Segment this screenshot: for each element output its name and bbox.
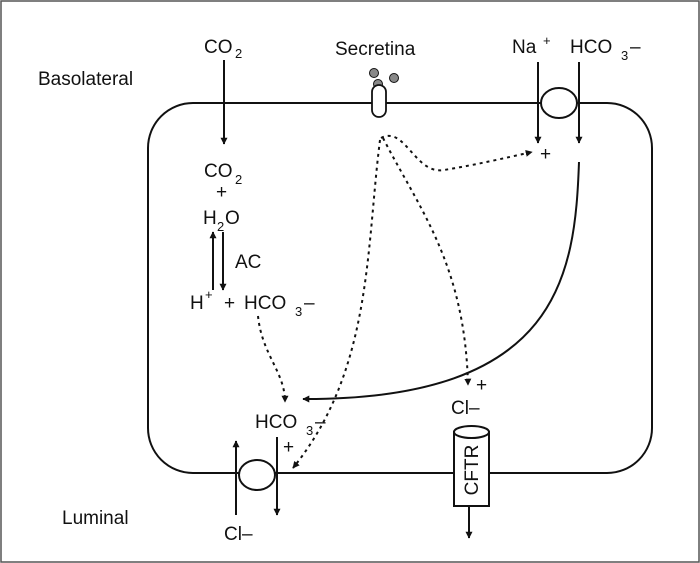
hco3-transport-arrow bbox=[302, 161, 580, 403]
cell-membrane bbox=[147, 102, 653, 474]
svg-text:O: O bbox=[225, 208, 240, 229]
co2-extracellular: CO 2 bbox=[204, 37, 242, 61]
svg-text:H: H bbox=[203, 208, 217, 229]
svg-text:–: – bbox=[315, 412, 326, 433]
na-hco3-cotransporter bbox=[540, 87, 578, 119]
svg-text:CO: CO bbox=[204, 37, 233, 58]
secretin-to-cftr-signal bbox=[382, 137, 472, 386]
svg-text:–: – bbox=[304, 293, 315, 314]
cl-hco3-exchanger bbox=[238, 459, 276, 491]
hco3-luminal-pool-label: HCO 3 – bbox=[255, 412, 326, 438]
svg-text:HCO: HCO bbox=[244, 293, 286, 314]
secretin-to-exchanger-signal bbox=[292, 139, 381, 469]
svg-text:3: 3 bbox=[295, 304, 302, 319]
svg-text:3: 3 bbox=[621, 48, 628, 63]
luminal-label: Luminal bbox=[62, 508, 129, 529]
secretin-receptor bbox=[369, 68, 399, 118]
svg-text:3: 3 bbox=[306, 423, 313, 438]
svg-text:+: + bbox=[205, 287, 213, 302]
svg-text:+: + bbox=[224, 293, 235, 314]
svg-text:HCO: HCO bbox=[255, 412, 297, 433]
cftr-label: CFTR bbox=[462, 445, 483, 496]
cl-intracellular-label: Cl– bbox=[451, 398, 480, 419]
svg-text:2: 2 bbox=[235, 46, 242, 61]
co2-intracellular: CO 2 bbox=[204, 161, 242, 187]
secretin-to-cotransporter-signal bbox=[380, 134, 533, 172]
svg-text:2: 2 bbox=[235, 172, 242, 187]
svg-text:HCO: HCO bbox=[570, 37, 612, 58]
cotransporter-stimulation-plus: + bbox=[540, 144, 551, 165]
hco3-to-luminal-pool-arrow bbox=[257, 315, 289, 403]
reaction-plus-sign: + bbox=[216, 182, 227, 203]
basolateral-label: Basolateral bbox=[38, 69, 133, 90]
svg-text:H: H bbox=[190, 293, 204, 314]
svg-text:2: 2 bbox=[217, 219, 224, 234]
cftr-stimulation-plus: + bbox=[476, 375, 487, 396]
cftr-channel: CFTR bbox=[453, 425, 490, 507]
svg-text:CO: CO bbox=[204, 161, 233, 182]
secretin-label: Secretina bbox=[335, 39, 416, 60]
exchanger-stimulation-plus: + bbox=[283, 437, 294, 458]
h2o-label: H 2 O bbox=[203, 208, 240, 234]
na-label: Na + bbox=[512, 33, 551, 58]
cl-luminal-label: Cl– bbox=[224, 524, 253, 545]
carbonic-anhydrase-label: AC bbox=[235, 252, 261, 273]
reaction-products-label: H + + HCO 3 – bbox=[190, 287, 315, 319]
svg-text:+: + bbox=[543, 33, 551, 48]
svg-text:Na: Na bbox=[512, 37, 537, 58]
hco3-extracellular-label: HCO 3 – bbox=[570, 37, 641, 63]
svg-text:–: – bbox=[630, 37, 641, 58]
